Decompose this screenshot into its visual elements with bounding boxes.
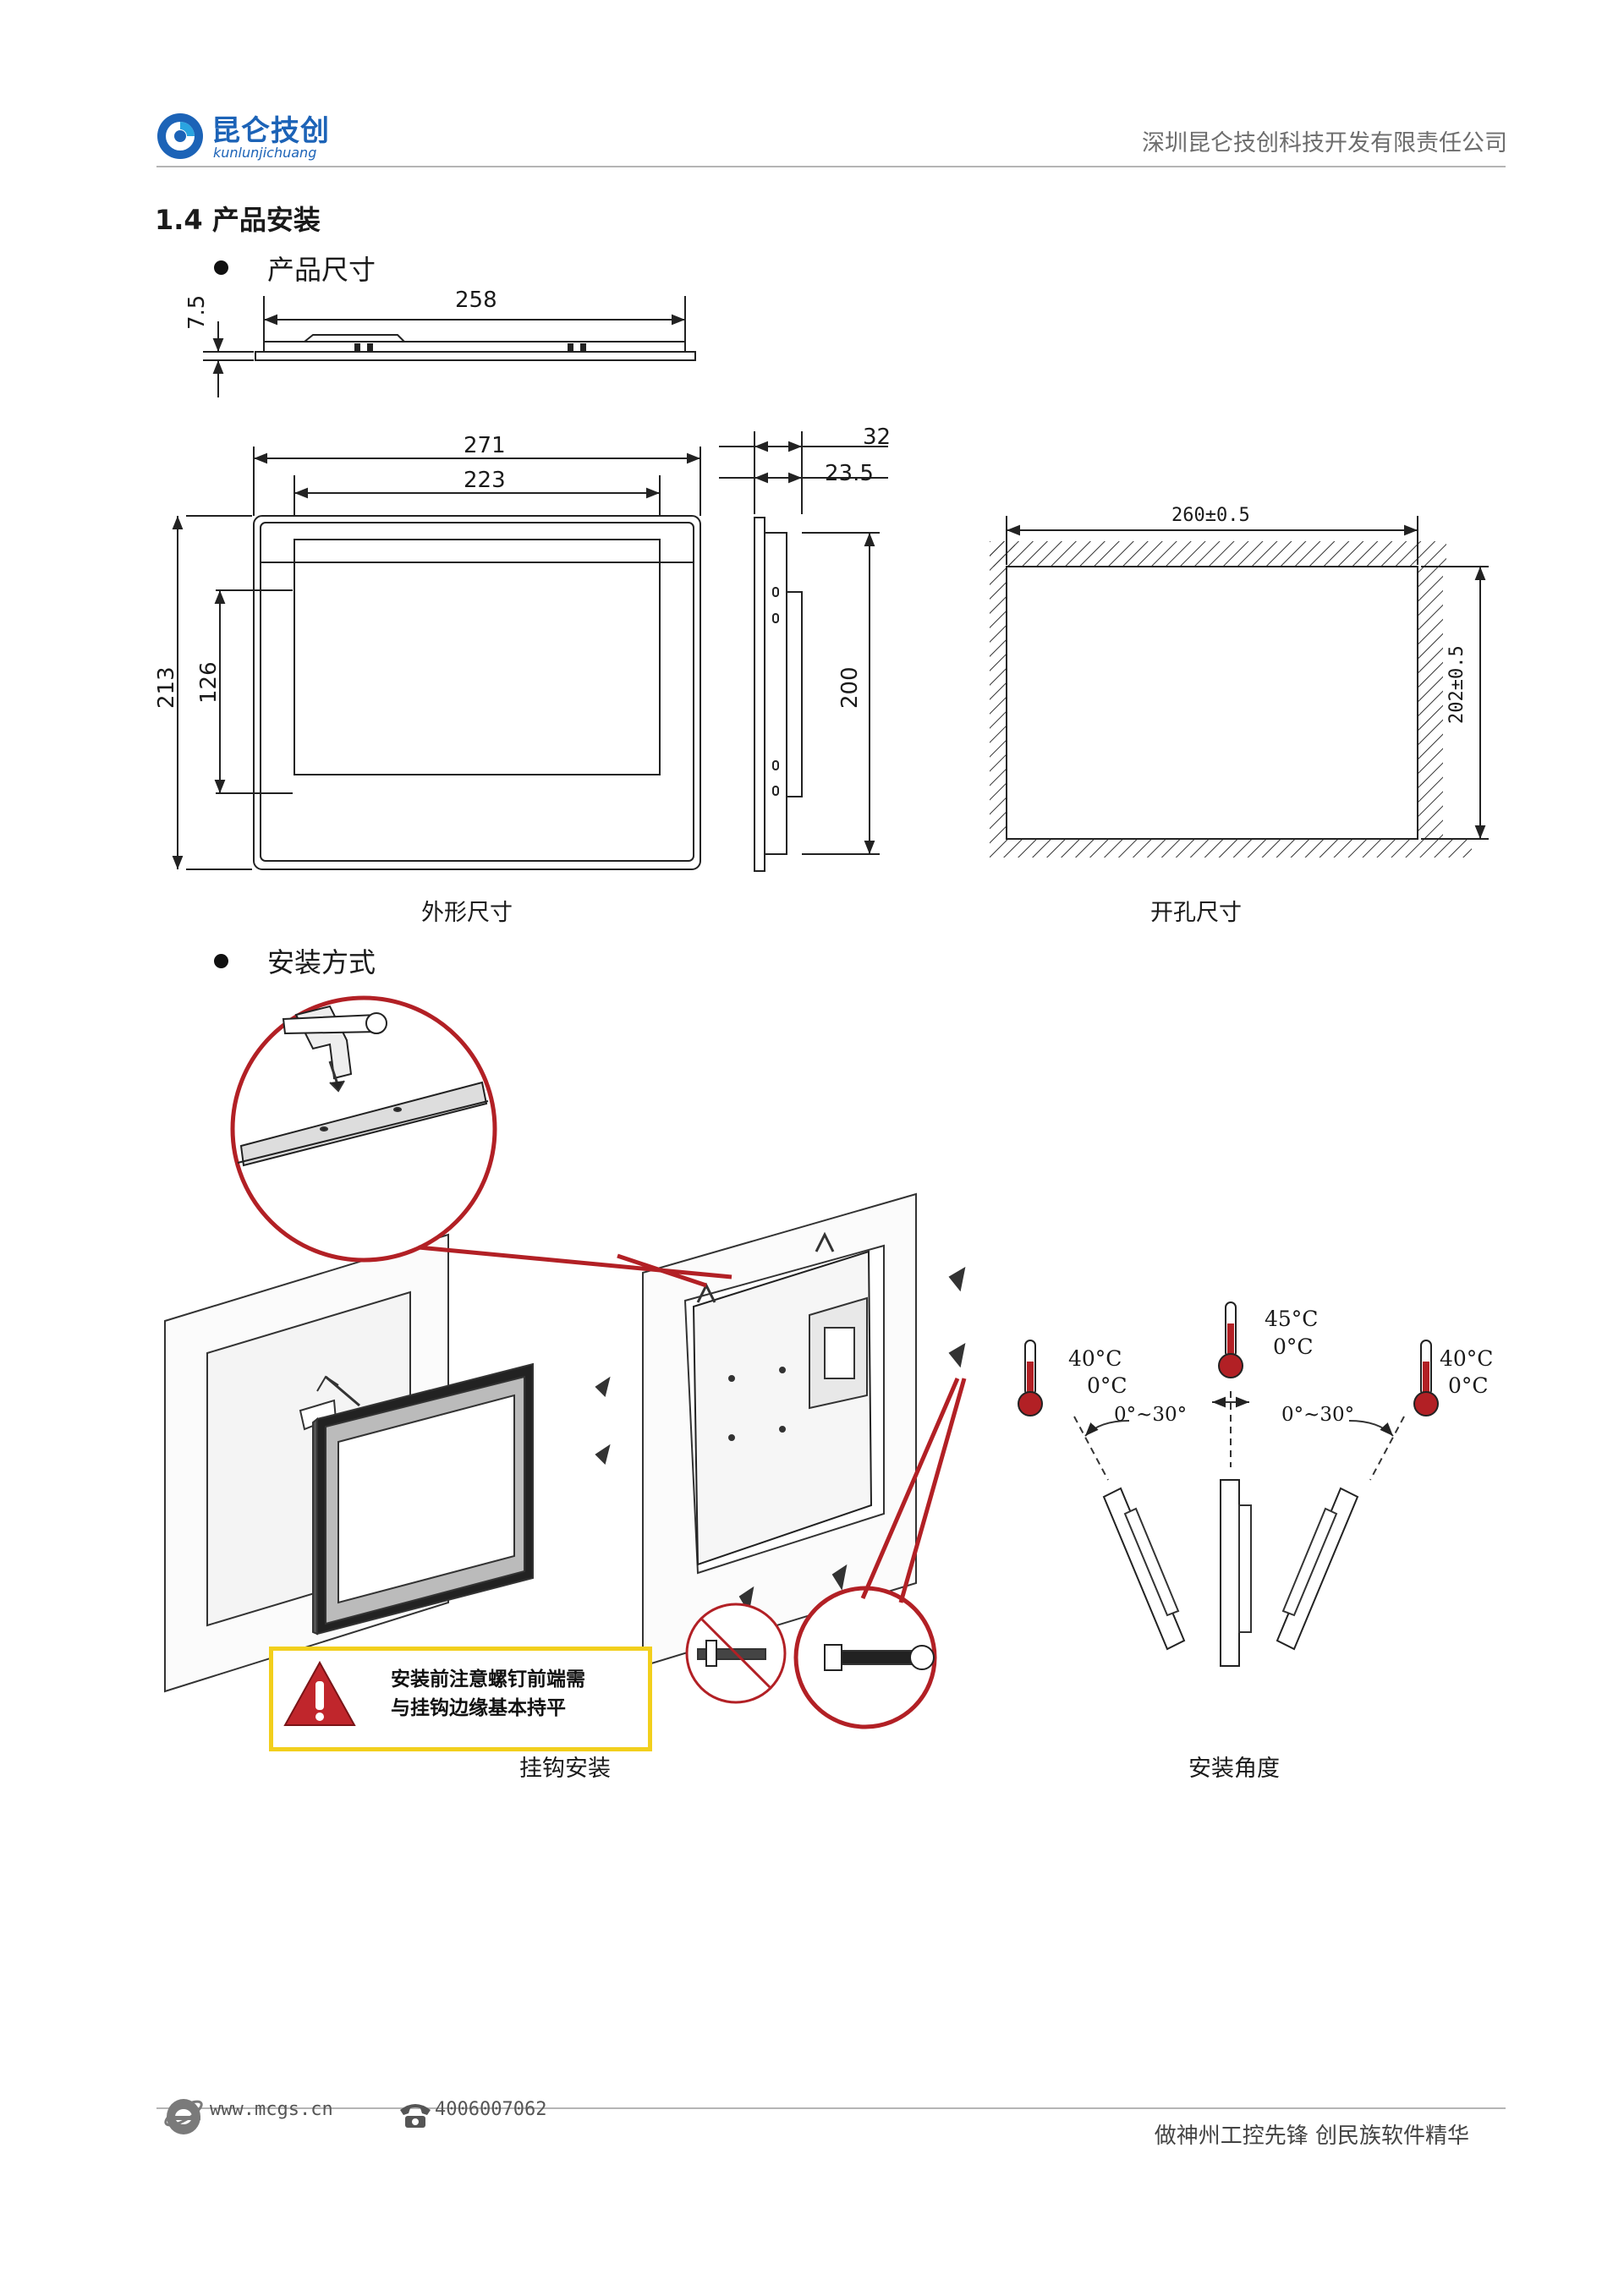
temp-right-max: 40°C xyxy=(1440,1346,1494,1371)
angle-right-range: 0°~30° xyxy=(1281,1404,1355,1426)
thermometer-icon xyxy=(1018,1340,1043,1417)
temp-right-min: 0°C xyxy=(1448,1373,1489,1398)
section-title: 1.4 产品安装 xyxy=(155,204,321,236)
brand-logo-icon xyxy=(157,113,203,159)
front-view xyxy=(172,447,701,870)
internet-explorer-icon xyxy=(164,2099,203,2134)
dim-outer-width: 271 xyxy=(464,433,506,458)
company-name: 深圳昆仑技创科技开发有限责任公司 xyxy=(1142,130,1507,156)
temp-center-min: 0°C xyxy=(1273,1334,1314,1359)
dimension-drawings xyxy=(172,296,1497,872)
caption-outline: 外形尺寸 xyxy=(421,900,513,926)
dim-cutout-width: 260±0.5 xyxy=(1171,505,1250,526)
hmi-device xyxy=(312,1362,534,1636)
bullet-dot xyxy=(214,954,228,968)
cutout-view xyxy=(990,507,1497,858)
dim-cutout-height: 202±0.5 xyxy=(1446,645,1468,724)
top-view xyxy=(203,296,696,397)
warning-icon xyxy=(283,1660,356,1726)
footer-divider xyxy=(156,2107,1506,2109)
dim-top-width: 258 xyxy=(455,288,497,313)
callout-line xyxy=(617,1253,707,1288)
temp-left-min: 0°C xyxy=(1087,1373,1127,1398)
thermometer-icon xyxy=(1218,1301,1243,1378)
dim-side-height: 200 xyxy=(837,666,863,709)
footer-website[interactable]: www.mcgs.cn xyxy=(210,2099,333,2120)
angle-left-range: 0°~30° xyxy=(1114,1404,1188,1426)
dim-panel-depth: 23.5 xyxy=(825,461,874,486)
temp-center-max: 45°C xyxy=(1265,1307,1319,1331)
zoom-callout-correct xyxy=(793,1378,967,1729)
zoom-callout-wrong xyxy=(685,1603,787,1704)
caption-hook: 挂钩安装 xyxy=(519,1756,611,1782)
brand-name-en: kunlunjichuang xyxy=(213,145,317,161)
warning-line-1: 安装前注意螺钉前端需 xyxy=(391,1669,585,1690)
install-illustration xyxy=(164,995,1439,1742)
dim-outer-height: 213 xyxy=(154,666,179,709)
dim-inner-height: 126 xyxy=(196,661,222,704)
bullet-dot xyxy=(214,260,228,275)
zoom-callout-hook xyxy=(230,995,732,1280)
footer-phone: 4006007062 xyxy=(435,2099,547,2120)
caption-cutout: 开孔尺寸 xyxy=(1150,900,1242,926)
footer-slogan: 做神州工控先锋 创民族软件精华 xyxy=(1154,2123,1469,2149)
warning-text: 安装前注意螺钉前端需 与挂钩边缘基本持平 xyxy=(391,1665,585,1723)
side-view xyxy=(719,431,888,872)
dim-top-depth: 7.5 xyxy=(184,294,210,330)
mounting-wall xyxy=(595,1192,966,1668)
temp-left-max: 40°C xyxy=(1068,1346,1122,1371)
header-divider xyxy=(156,166,1506,167)
bullet-install-method: 安装方式 xyxy=(267,946,376,978)
warning-line-2: 与挂钩边缘基本持平 xyxy=(391,1697,566,1719)
dim-side-depth: 32 xyxy=(863,425,892,450)
phone-icon xyxy=(400,2104,431,2128)
thermometer-icon xyxy=(1413,1340,1439,1417)
brand-name: 昆仑技创 xyxy=(211,114,330,148)
caption-angle: 安装角度 xyxy=(1188,1756,1280,1782)
dim-inner-width: 223 xyxy=(464,468,506,493)
angle-diagram xyxy=(1018,1301,1439,1667)
bullet-product-size: 产品尺寸 xyxy=(267,254,376,286)
